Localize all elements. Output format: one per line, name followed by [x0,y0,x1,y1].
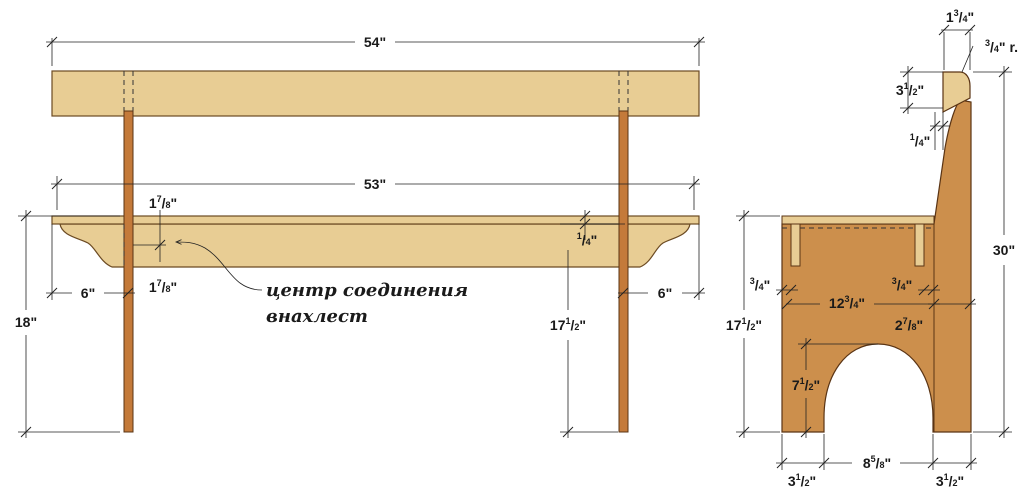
dim-side-height: 171/2" [726,316,762,333]
dim-lap-top: 17/8" [149,194,177,211]
dim-arch-height: 71/2" [792,376,820,393]
dim-leg-height: 171/2" [550,316,586,333]
front-view: 54" 53" 18" 6" 6" [15,34,705,438]
dim-seat-gap: 1/4" [577,231,598,248]
dim-foot-left: 31/2" [788,472,816,489]
apron [59,223,691,268]
back-rail [51,70,700,117]
leg-right [618,110,629,433]
cleat-left [790,223,801,267]
dim-leg-inset-left: 6" [81,285,95,301]
annotation-leader [176,242,263,291]
annotation-line2: внахлест [266,306,368,327]
dim-inset-left: 3/4" [750,276,771,293]
dim-lap-bottom: 17/8" [149,278,177,295]
dim-top-rail-width: 13/4" [946,8,974,25]
dim-seat-length: 53" [364,176,386,192]
dim-inner-width: 123/4" [829,294,865,311]
dim-overall-height: 30" [993,242,1015,258]
leg-left [123,110,134,433]
dim-top-rail-height: 31/2" [896,81,924,98]
dim-back-offset: 1/4" [910,132,931,149]
dim-leg-inset-right: 6" [658,285,672,301]
dim-arch-width: 85/8" [863,454,891,471]
side-seat-board [781,215,935,225]
annotation-line1: центр соединения [266,280,468,301]
side-panel [781,99,972,433]
dim-seat-height: 18" [15,314,37,330]
dim-top-radius: 3/4" r. [985,38,1018,55]
dim-foot-right: 31/2" [936,472,964,489]
side-view: 13/4" 3/4" r. 31/2" 1/4" 30" [726,8,1018,489]
cleat-right [914,223,925,267]
dim-back-thickness: 27/8" [895,316,923,333]
dim-inset-right: 3/4" [892,276,913,293]
seat-board [51,215,700,225]
dim-overall-length: 54" [364,34,386,50]
top-rail-block [942,71,971,113]
